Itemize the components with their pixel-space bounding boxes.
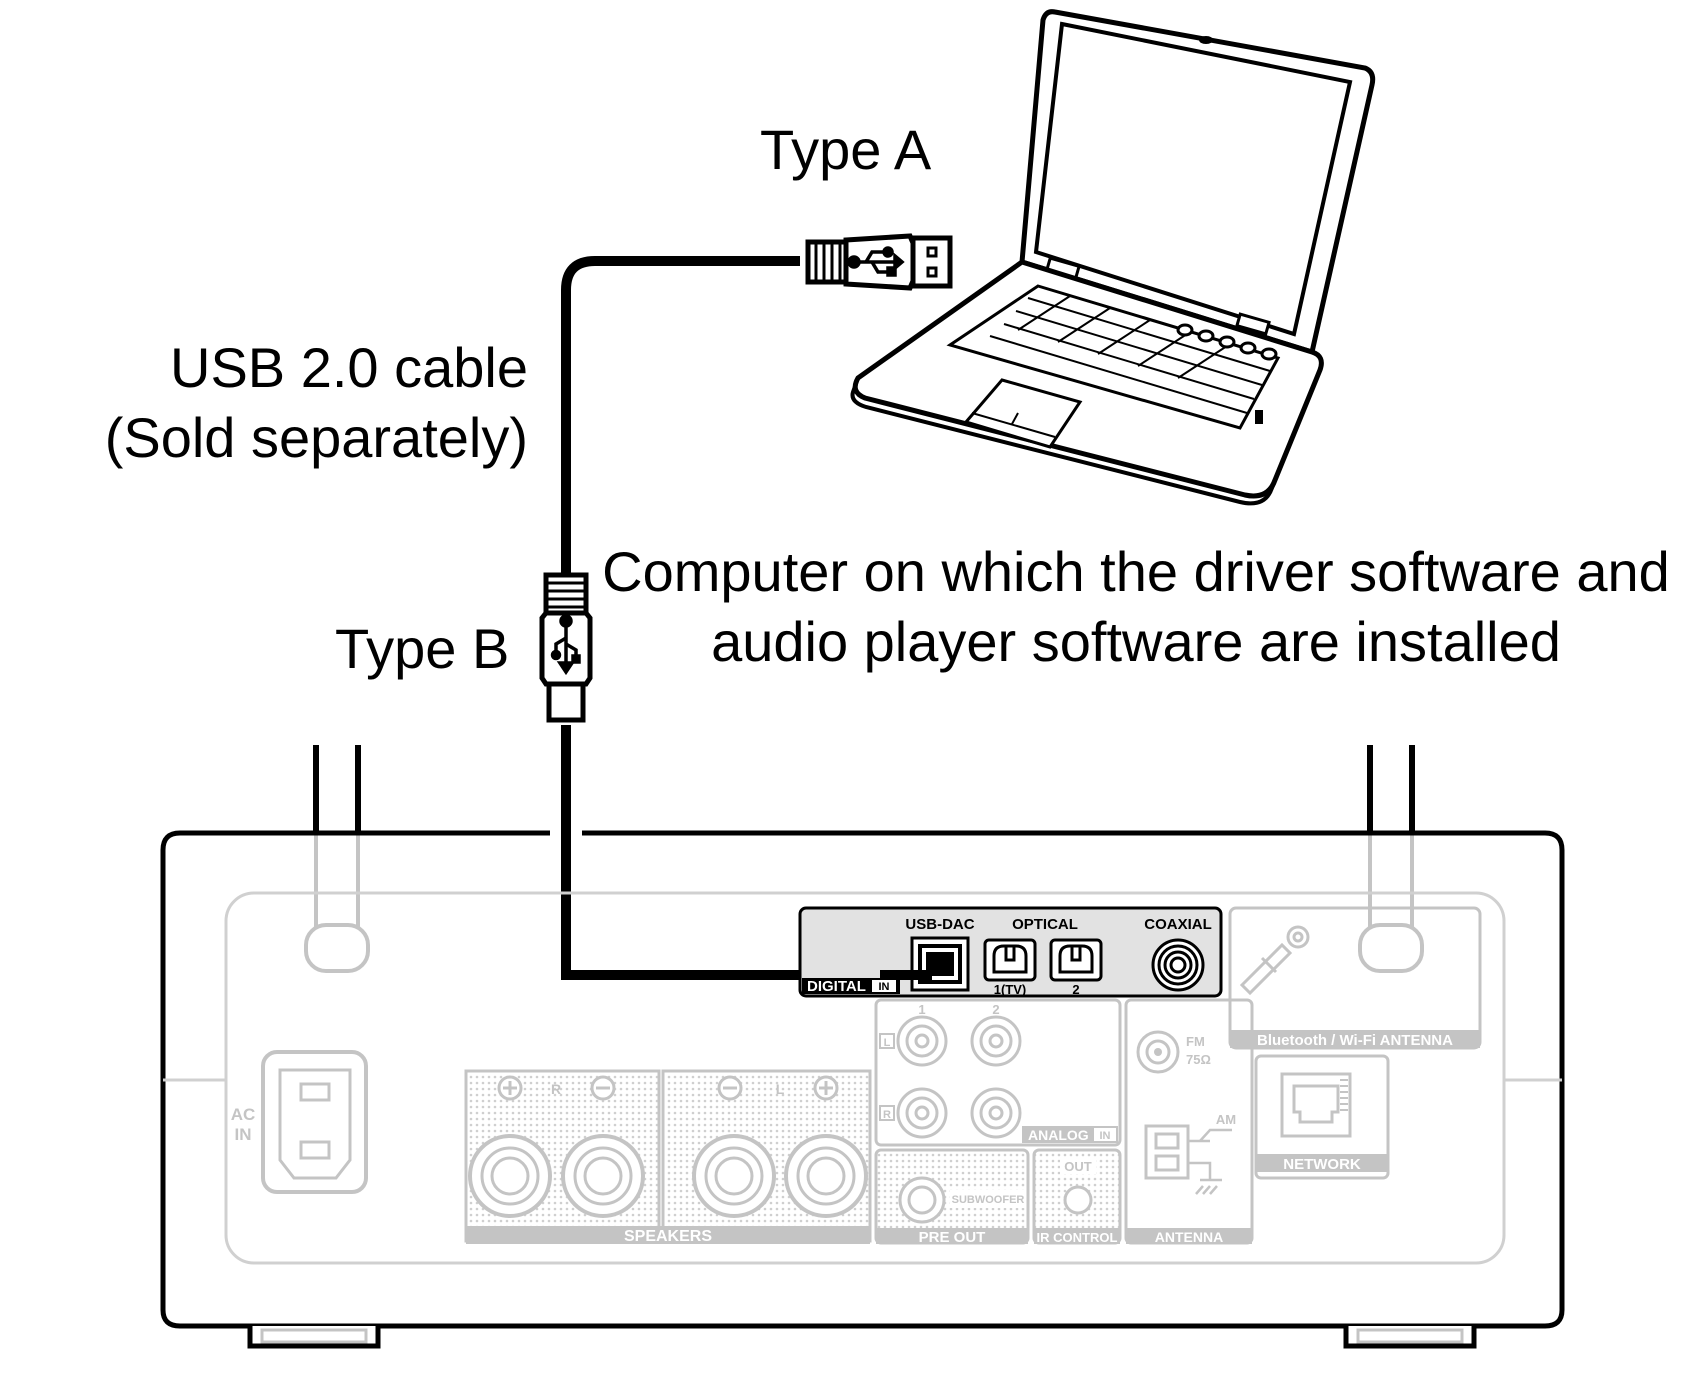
ac-in-label-2: IN	[235, 1125, 252, 1144]
fm-label: FM	[1186, 1034, 1205, 1049]
speakers-label: SPEAKERS	[624, 1228, 712, 1245]
computer-label: Computer on which the driver software an…	[602, 540, 1670, 603]
foot-right	[1343, 1326, 1477, 1349]
usb-type-a-plug	[805, 233, 953, 291]
ir-control-panel: OUT IR CONTROL	[1032, 1148, 1122, 1245]
antenna-mount-icon	[1239, 925, 1310, 996]
coaxial-port	[1151, 938, 1205, 992]
speaker-r-label: R	[551, 1081, 561, 1097]
pre-out-panel: SUBWOOFER PRE OUT	[874, 1148, 1030, 1246]
speaker-terminals: SPEAKERS R L	[464, 1069, 872, 1245]
laptop-illustration	[850, 9, 1376, 506]
bluetooth-wifi-antenna-panel: Bluetooth / Wi-Fi ANTENNA	[1228, 906, 1482, 1050]
optical-label: OPTICAL	[1012, 916, 1078, 933]
network-label: NETWORK	[1283, 1156, 1361, 1173]
foot-left	[247, 1326, 381, 1349]
analog-2-label: 2	[992, 1002, 999, 1017]
digital-in-panel: USB-DAC OPTICAL COAXIAL DIGITAL IN	[798, 906, 1223, 998]
antenna-label: ANTENNA	[1155, 1229, 1223, 1245]
optical-1-label: 1(TV)	[994, 982, 1027, 997]
ac-in-label: AC	[231, 1105, 256, 1124]
usb-cable-note: (Sold separately)	[104, 406, 528, 469]
pre-out-label: PRE OUT	[919, 1229, 986, 1246]
usb-trident-icon	[550, 614, 581, 676]
ac-inlet: AC IN	[231, 1050, 368, 1194]
coaxial-label: COAXIAL	[1144, 916, 1212, 933]
subwoofer-label: SUBWOOFER	[952, 1194, 1025, 1206]
speaker-l-label: L	[776, 1081, 785, 1097]
usb-trident-icon	[847, 246, 905, 277]
amplifier-rear-panel: AC IN SPEAKERS R L	[160, 745, 1565, 1349]
usb-cable-label: USB 2.0 cable	[170, 336, 528, 399]
antenna-right	[1358, 745, 1424, 973]
type-b-label: Type B	[335, 617, 510, 680]
optical-port-2	[1049, 938, 1103, 982]
ir-out-label: OUT	[1064, 1159, 1092, 1174]
fm-ohm-label: 75Ω	[1186, 1052, 1211, 1067]
usb-type-b-plug	[539, 572, 593, 723]
am-label: AM	[1216, 1112, 1236, 1127]
ir-control-label: IR CONTROL	[1037, 1230, 1118, 1245]
type-a-label: Type A	[760, 118, 932, 181]
antenna-left	[304, 745, 370, 973]
channel-r-label: R	[883, 1109, 891, 1121]
optical-2-label: 2	[1072, 982, 1079, 997]
usb-dac-label: USB-DAC	[905, 916, 974, 933]
fm-am-antenna-panel: FM 75Ω AM ANTENNA	[1124, 998, 1254, 1245]
analog-in-panel: 1 2 L R ANALOG IN	[874, 998, 1122, 1147]
bluetooth-wifi-antenna-label: Bluetooth / Wi-Fi ANTENNA	[1257, 1032, 1453, 1049]
network-port: NETWORK	[1254, 1054, 1390, 1180]
computer-label-2: audio player software are installed	[711, 610, 1561, 673]
channel-l-label: L	[884, 1037, 891, 1049]
digital-in-label: IN	[879, 981, 890, 993]
analog-1-label: 1	[918, 1002, 925, 1017]
optical-port-1	[983, 938, 1037, 982]
usb-dac-port	[880, 936, 970, 992]
digital-label: DIGITAL	[807, 978, 866, 995]
analog-label: ANALOG	[1028, 1127, 1089, 1143]
analog-in-label: IN	[1100, 1130, 1111, 1142]
